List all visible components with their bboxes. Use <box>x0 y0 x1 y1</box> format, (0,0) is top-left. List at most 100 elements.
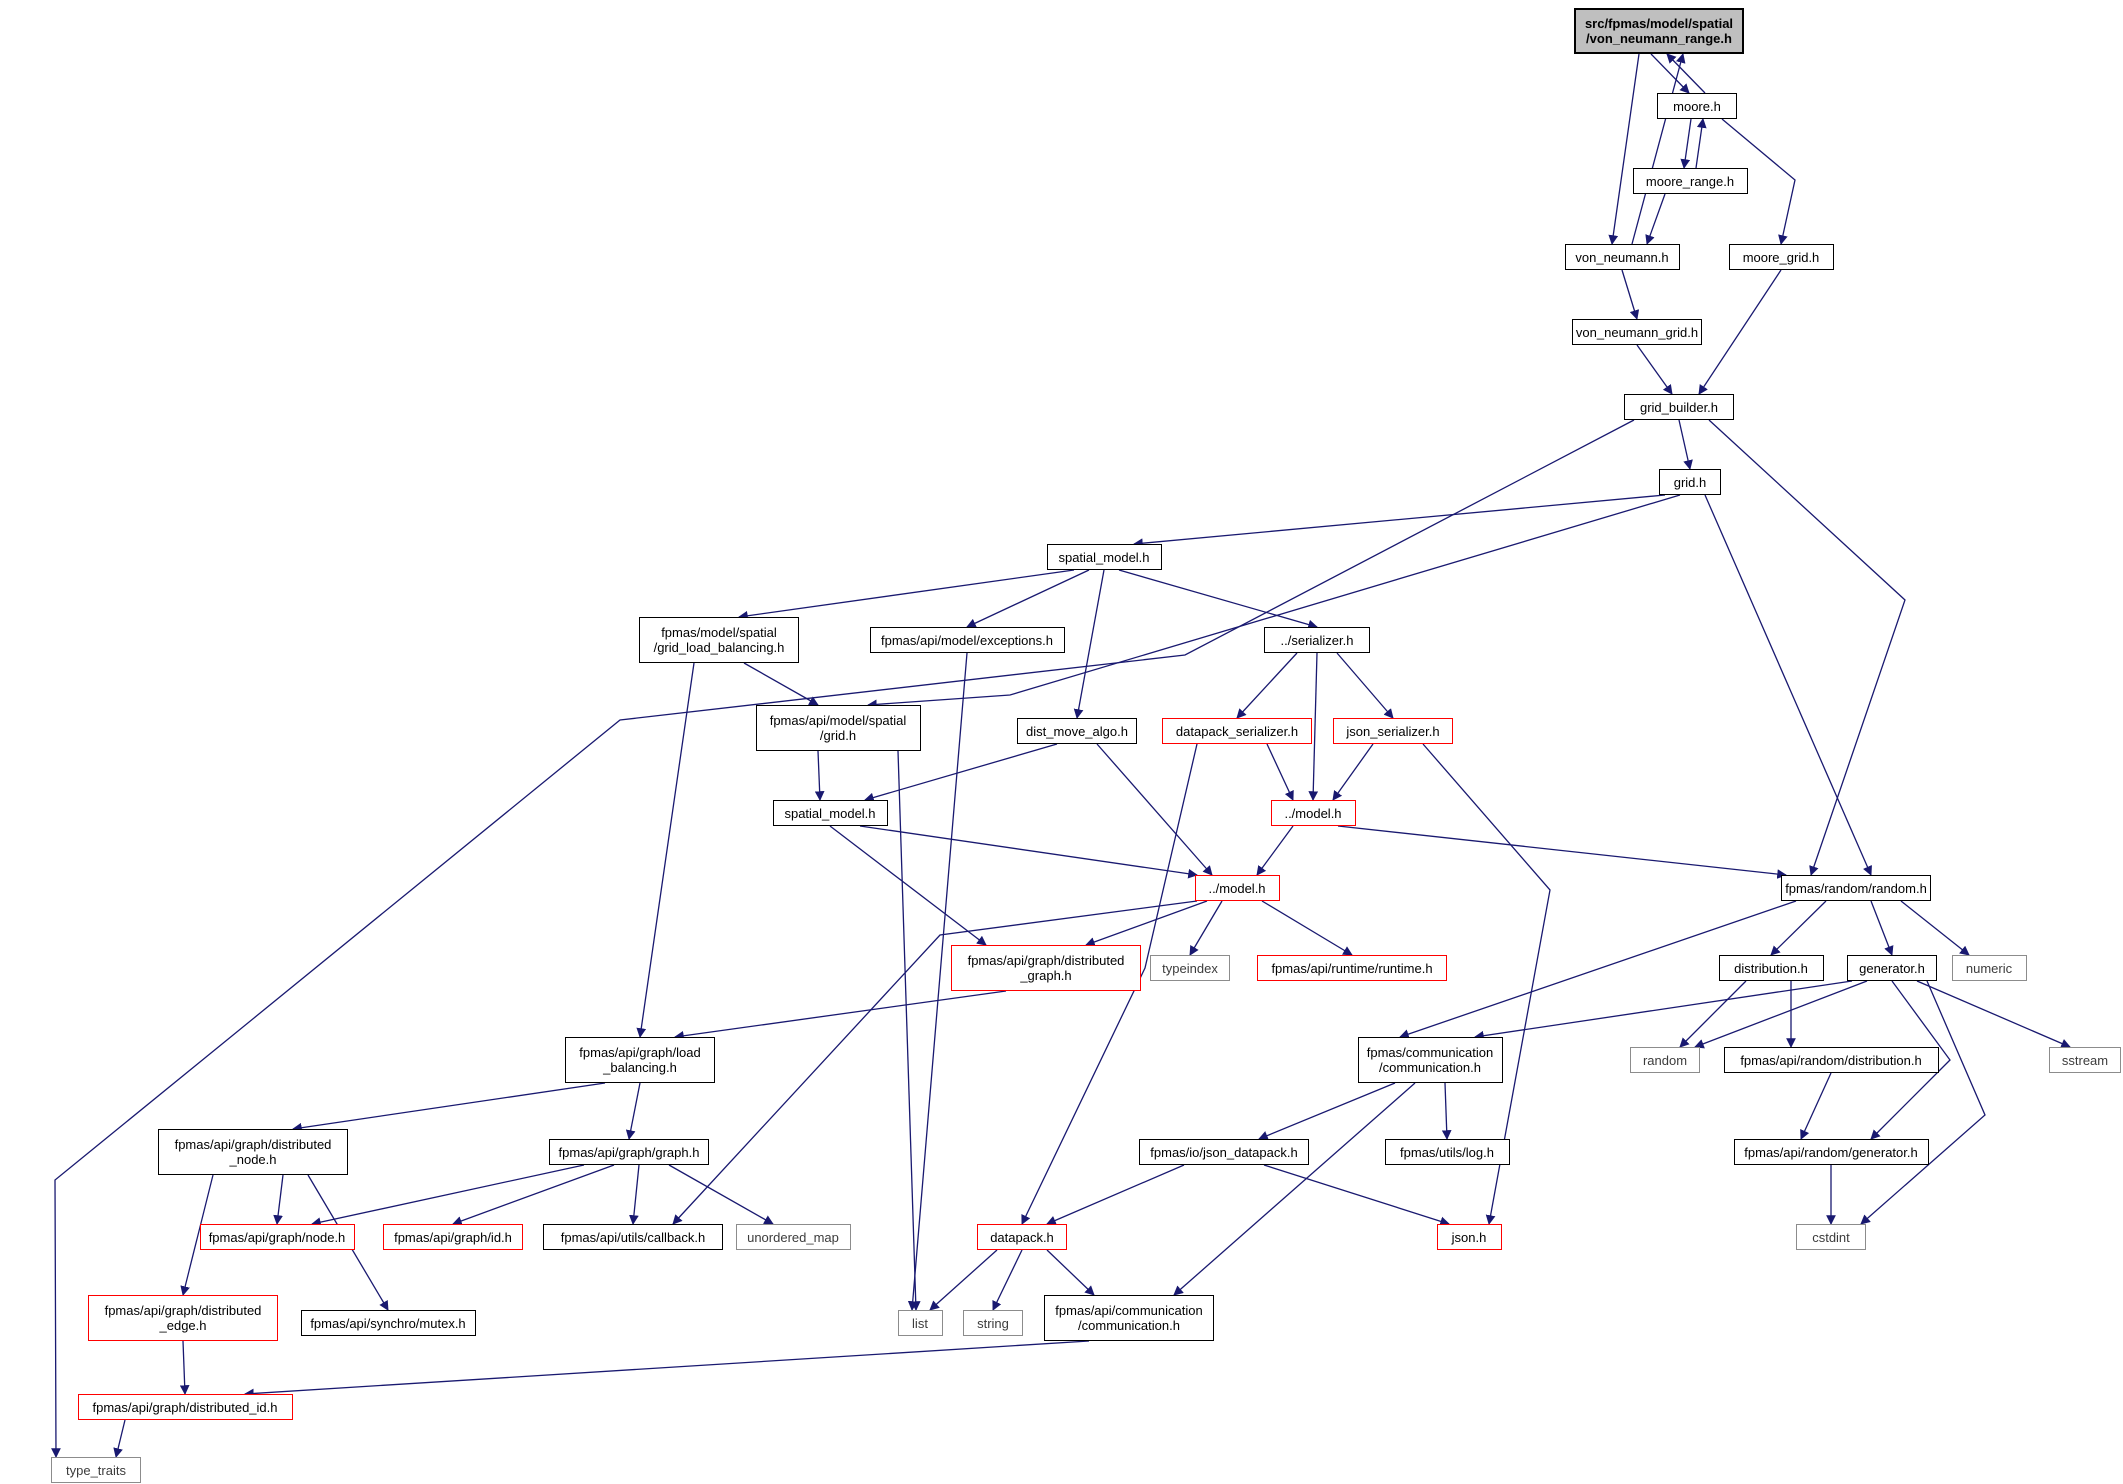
node-label-line: fpmas/api/random/generator.h <box>1744 1144 1918 1160</box>
node-distributed-node[interactable]: fpmas/api/graph/distributed_node.h <box>158 1129 348 1175</box>
node-communication[interactable]: fpmas/communication/communication.h <box>1357 1037 1503 1083</box>
edge-von_neumann_range-to-von_neumann <box>1608 53 1640 245</box>
node-label-line: fpmas/model/spatial <box>661 625 777 640</box>
node-load-balancing[interactable]: fpmas/api/graph/load_balancing.h <box>565 1037 715 1083</box>
node-label-line: fpmas/io/json_datapack.h <box>1150 1144 1298 1160</box>
node-label-line: fpmas/api/graph/node.h <box>208 1229 346 1245</box>
node-random-random[interactable]: fpmas/random/random.h <box>1781 875 1931 901</box>
node-von-neumann-range[interactable]: src/fpmas/model/spatial/von_neumann_rang… <box>1574 8 1744 54</box>
node-label-line: /von_neumann_range.h <box>1586 31 1732 46</box>
node-list: list <box>897 1310 943 1336</box>
edge-serializer-to-json_serializer <box>1336 652 1394 719</box>
edge-von_neumann_grid-to-grid_builder <box>1636 344 1673 395</box>
node-numeric: numeric <box>1951 955 2027 981</box>
node-label-line: fpmas/api/graph/distributed <box>104 1303 262 1318</box>
node-datapack-serializer[interactable]: datapack_serializer.h <box>1162 718 1312 744</box>
edge-grid_builder-to-type_traits <box>51 419 1635 1458</box>
node-api-communication[interactable]: fpmas/api/communication/communication.h <box>1044 1295 1214 1341</box>
edge-model_api-to-typeindex <box>1189 900 1223 956</box>
node-id[interactable]: fpmas/api/graph/id.h <box>383 1224 523 1250</box>
node-label-line: type_traits <box>66 1462 126 1478</box>
node-label-line: random <box>1642 1052 1688 1068</box>
node-json-datapack[interactable]: fpmas/io/json_datapack.h <box>1139 1139 1309 1165</box>
edge-graph-to-unordered_map <box>668 1164 774 1225</box>
node-von-neumann-grid[interactable]: von_neumann_grid.h <box>1572 319 1702 345</box>
node-von-neumann[interactable]: von_neumann.h <box>1564 244 1680 270</box>
edge-moore-to-von_neumann_range <box>1666 53 1706 94</box>
edge-model_api-to-distributed_graph <box>1085 900 1208 947</box>
node-label-line: /communication.h <box>1379 1060 1481 1075</box>
node-generator[interactable]: generator.h <box>1847 955 1937 981</box>
node-label-line: fpmas/api/graph/load <box>579 1045 701 1060</box>
edge-graph-to-callback <box>629 1164 640 1225</box>
node-label-line: json.h <box>1451 1229 1487 1245</box>
node-model-api[interactable]: ../model.h <box>1194 875 1280 901</box>
edge-random_random-to-distribution <box>1770 900 1827 956</box>
node-mutex[interactable]: fpmas/api/synchro/mutex.h <box>300 1310 476 1336</box>
edge-datapack-to-string <box>992 1249 1023 1311</box>
node-node[interactable]: fpmas/api/graph/node.h <box>199 1224 355 1250</box>
node-label-line: list <box>912 1315 928 1331</box>
node-distribution[interactable]: distribution.h <box>1718 955 1824 981</box>
node-distributed-id[interactable]: fpmas/api/graph/distributed_id.h <box>77 1394 293 1420</box>
edge-random_random-to-generator <box>1870 900 1894 956</box>
node-exceptions[interactable]: fpmas/api/model/exceptions.h <box>869 627 1065 653</box>
edge-generator-to-std_random <box>1694 980 1868 1049</box>
edge-grid-to-spatial_model_model <box>1133 494 1666 549</box>
node-label-line: sstream <box>2061 1052 2109 1068</box>
node-label-line: fpmas/api/graph/id.h <box>394 1229 512 1245</box>
node-distributed-edge[interactable]: fpmas/api/graph/distributed_edge.h <box>88 1295 278 1341</box>
node-serializer[interactable]: ../serializer.h <box>1264 627 1370 653</box>
node-label-line: fpmas/api/graph/distributed <box>174 1137 332 1152</box>
node-label-line: string <box>977 1315 1009 1331</box>
node-grid-builder[interactable]: grid_builder.h <box>1624 394 1734 420</box>
node-spatial-model-api[interactable]: spatial_model.h <box>772 800 888 826</box>
node-label-line: _edge.h <box>159 1318 207 1333</box>
node-moore-range[interactable]: moore_range.h <box>1632 168 1748 194</box>
node-moore[interactable]: moore.h <box>1657 93 1737 119</box>
node-api-spatial-grid[interactable]: fpmas/api/model/spatial/grid.h <box>755 705 921 751</box>
edge-random_random-to-communication <box>1399 900 1797 1039</box>
node-grid[interactable]: grid.h <box>1659 469 1721 495</box>
edge-api_spatial_grid-to-spatial_model_api <box>814 750 825 801</box>
node-label-line: fpmas/api/graph/graph.h <box>558 1144 700 1160</box>
edge-api_communication-to-distributed_id <box>244 1340 1090 1399</box>
edge-datapack_serializer-to-model_model <box>1266 743 1294 801</box>
edge-spatial_model_model-to-serializer <box>1118 569 1318 630</box>
node-runtime[interactable]: fpmas/api/runtime/runtime.h <box>1257 955 1447 981</box>
node-label-line: _graph.h <box>1020 968 1072 983</box>
node-label-line: dist_move_algo.h <box>1026 723 1128 739</box>
edge-random_random-to-numeric <box>1900 900 1970 956</box>
edge-von_neumann_range-to-moore <box>1650 53 1690 94</box>
node-label-line: fpmas/api/model/exceptions.h <box>881 632 1053 648</box>
node-api-distribution[interactable]: fpmas/api/random/distribution.h <box>1723 1047 1939 1073</box>
node-distributed-graph[interactable]: fpmas/api/graph/distributed_graph.h <box>951 945 1141 991</box>
node-callback[interactable]: fpmas/api/utils/callback.h <box>543 1224 723 1250</box>
edge-spatial_model_model-to-exceptions <box>966 569 1090 628</box>
node-label-line: fpmas/api/synchro/mutex.h <box>310 1315 466 1331</box>
node-graph[interactable]: fpmas/api/graph/graph.h <box>549 1139 709 1165</box>
node-spatial-model-model[interactable]: spatial_model.h <box>1046 544 1162 570</box>
node-label-line: /grid.h <box>819 728 857 743</box>
node-label-line: src/fpmas/model/spatial <box>1584 16 1734 31</box>
node-sstream: sstream <box>2049 1047 2121 1073</box>
node-datapack[interactable]: datapack.h <box>977 1224 1067 1250</box>
node-json-serializer[interactable]: json_serializer.h <box>1333 718 1453 744</box>
node-dist-move-algo[interactable]: dist_move_algo.h <box>1017 718 1137 744</box>
edge-grid_builder-to-random_random <box>1708 419 1906 876</box>
edge-moore-to-moore_range <box>1680 118 1692 169</box>
node-api-generator[interactable]: fpmas/api/random/generator.h <box>1733 1139 1929 1165</box>
node-json[interactable]: json.h <box>1436 1224 1502 1250</box>
edge-moore_range-to-moore <box>1695 118 1707 169</box>
node-model-model[interactable]: ../model.h <box>1270 800 1356 826</box>
node-label-line: fpmas/api/model/spatial <box>769 713 907 728</box>
edge-distributed_node-to-node <box>273 1174 284 1225</box>
edge-dist_move_algo-to-model_api <box>1096 743 1213 876</box>
node-moore-grid[interactable]: moore_grid.h <box>1728 244 1834 270</box>
node-grid-load-balancing[interactable]: fpmas/model/spatial/grid_load_balancing.… <box>639 617 799 663</box>
edge-model_api-to-callback <box>672 900 1198 1225</box>
node-label-line: fpmas/api/utils/callback.h <box>560 1229 706 1245</box>
node-log[interactable]: fpmas/utils/log.h <box>1384 1139 1510 1165</box>
